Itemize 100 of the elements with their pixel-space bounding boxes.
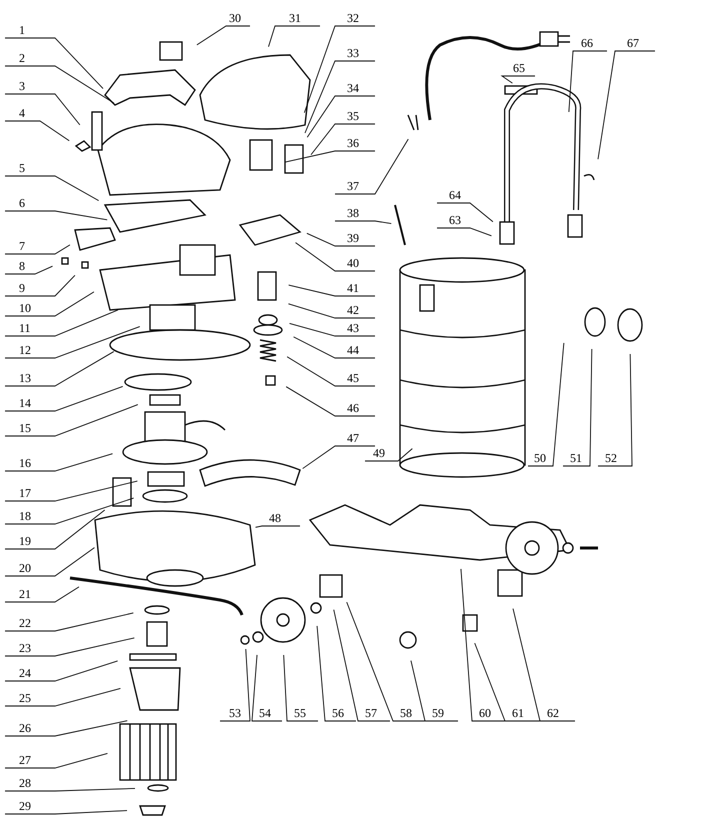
callout-number: 25 [18,692,32,705]
callout-number: 32 [346,12,360,25]
leader-line [334,220,392,224]
leader-line [295,242,376,272]
callout-number: 31 [288,12,302,25]
leader-line [4,176,100,202]
leader-line [4,266,53,274]
leader-line [4,788,136,792]
callout-number: 46 [346,402,360,415]
leader-line [4,120,70,142]
callout-number: 60 [478,707,492,720]
leader-line [436,228,492,236]
leader-line [568,50,608,112]
leader-line [302,446,376,469]
leader-line [4,612,134,632]
leader-line [364,448,413,462]
callout-number: 45 [346,372,360,385]
leader-line [4,547,95,576]
leader-line [4,480,138,502]
callout-number: 62 [546,707,560,720]
callout-number: 14 [18,397,32,410]
leader-line [288,284,376,296]
leader-line [310,124,376,156]
callout-number: 42 [346,304,360,317]
leader-line [4,351,114,386]
leader-line [288,303,376,318]
leader-line [410,660,458,722]
leader-line [316,626,356,722]
leader-line [4,688,121,706]
leader-line [4,38,104,90]
leader-line [4,586,80,602]
leader-line [512,608,576,722]
leader-line [598,354,632,466]
callout-number: 15 [18,422,32,435]
callout-number: 30 [228,12,242,25]
leader-line [4,274,76,296]
leader-line [346,602,426,722]
leader-line [286,386,376,416]
callout-number: 34 [346,82,360,95]
leader-line [306,96,376,138]
callout-number: 10 [18,302,32,315]
leader-line [460,568,506,722]
leader-line [4,510,106,550]
callout-number: 50 [533,452,547,465]
leader-line [474,642,540,722]
leader-line [306,232,376,246]
leader-line [304,60,376,134]
callout-number: 11 [18,322,32,335]
leader-line [286,356,376,386]
callout-number: 28 [18,777,32,790]
callout-number: 24 [18,667,32,680]
leader-line [4,660,118,682]
callout-number: 47 [346,432,360,445]
callout-number: 17 [18,487,32,500]
leader-line [284,150,376,163]
callout-number: 8 [18,260,26,273]
leader-line [196,26,250,46]
callout-number: 16 [18,457,32,470]
leader-line [4,244,70,254]
leader-line [500,76,536,84]
leader-line [4,94,80,126]
leader-line [436,202,494,222]
callout-number: 49 [372,447,386,460]
callout-number: 43 [346,322,360,335]
callout-number: 53 [228,707,242,720]
callout-number: 35 [346,110,360,123]
leader-line [334,138,409,194]
callout-number: 55 [293,707,307,720]
leader-line [268,26,320,48]
callout-number: 40 [346,257,360,270]
leader-line [4,386,124,412]
leader-line [562,348,592,466]
callout-number: 12 [18,344,32,357]
callout-number: 33 [346,47,360,60]
leader-line [4,66,114,104]
callout-number: 19 [18,535,32,548]
callout-number: 2 [18,52,26,65]
callout-number: 39 [346,232,360,245]
callout-number: 7 [18,240,26,253]
callout-number: 57 [364,707,378,720]
callout-number: 21 [18,588,32,601]
leader-line [304,26,376,114]
callout-number: 5 [18,162,26,175]
leader-line [4,720,128,736]
callout-number: 41 [346,282,360,295]
leader-line [4,810,128,814]
callout-number: 59 [431,707,445,720]
callout-number: 3 [18,80,26,93]
leader-line [289,323,376,336]
leader-line [4,326,140,358]
callout-number: 26 [18,722,32,735]
leader-line [4,404,138,436]
callout-number: 51 [569,452,583,465]
callout-number: 37 [346,180,360,193]
leader-line [4,753,108,768]
leader-line [333,609,390,722]
callout-number: 13 [18,372,32,385]
callout-number: 36 [346,137,360,150]
callout-number: 29 [18,800,32,813]
leader-line [252,654,282,722]
